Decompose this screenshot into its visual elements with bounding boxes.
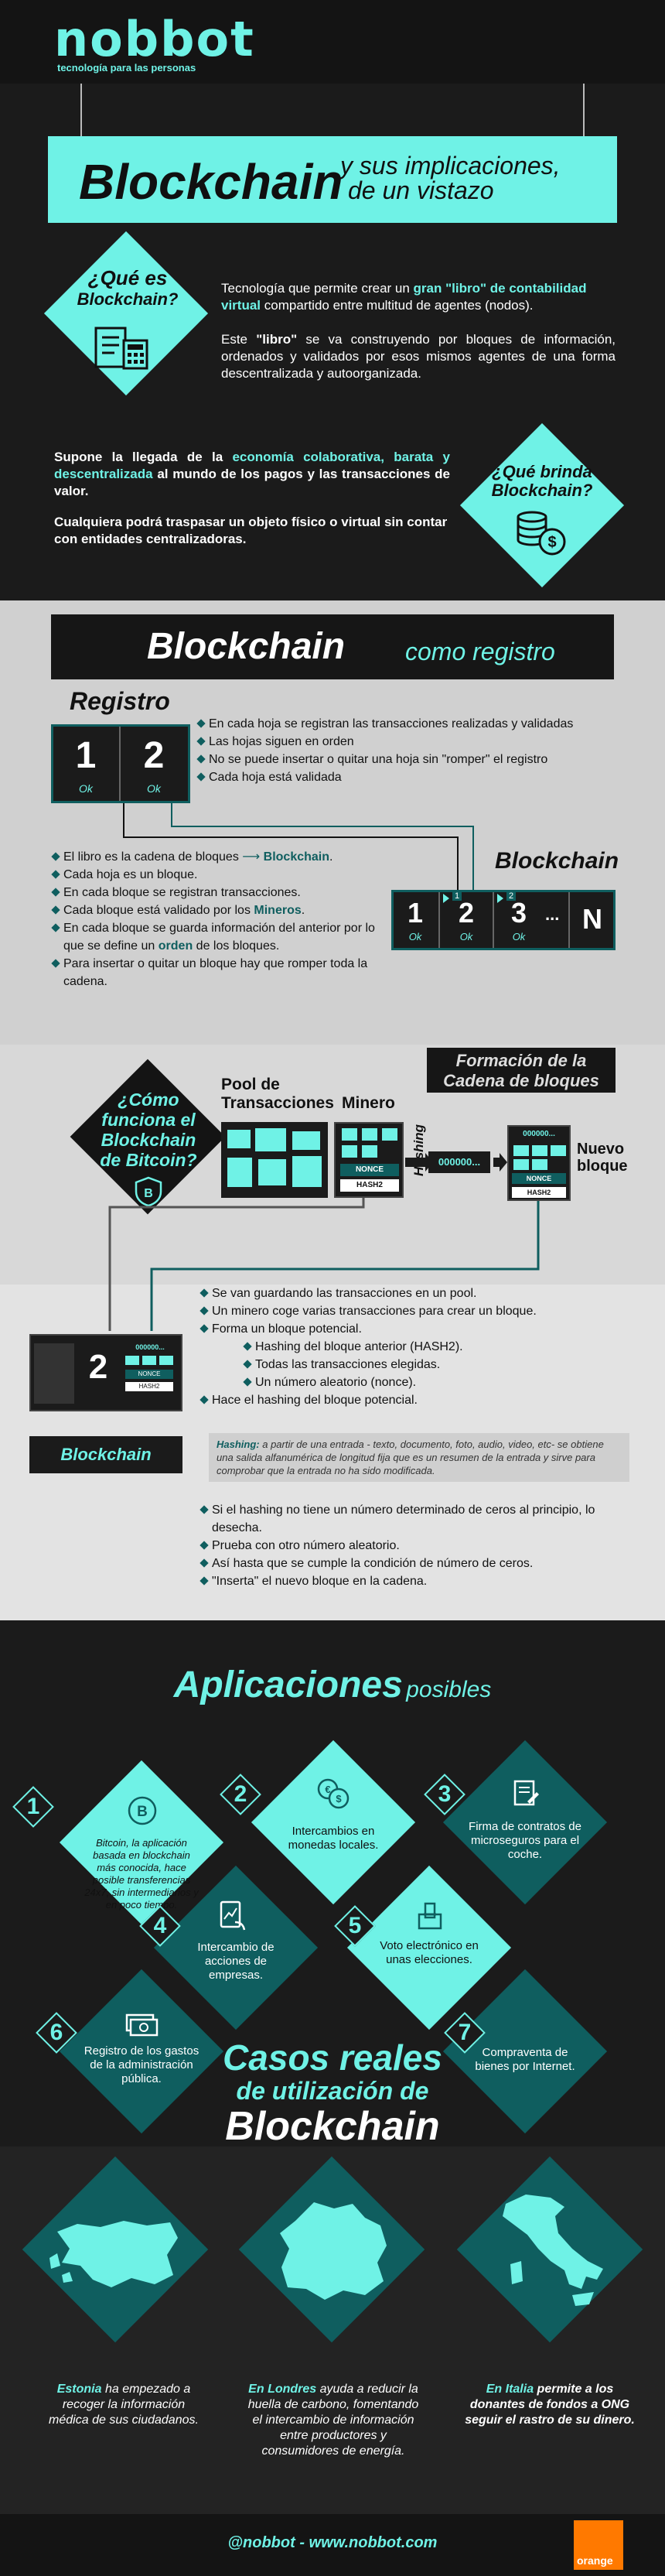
registro-heading-bar: Blockchain como registro bbox=[51, 614, 614, 679]
chain-block: 1 2 Ok bbox=[442, 891, 491, 948]
london-map-icon bbox=[280, 2202, 387, 2300]
que-es-label: ¿Qué es Blockchain? bbox=[77, 266, 179, 310]
bitcoin-bullets-1: Se van guardando las transacciones en un… bbox=[200, 1285, 633, 1409]
caso-estonia: Estonia ha empezado a recoger la informa… bbox=[49, 2383, 199, 2427]
registro-bullets-bottom: El libro es la cadena de bloques ⟶ Block… bbox=[51, 848, 384, 990]
svg-text:€: € bbox=[325, 1784, 330, 1795]
caso-italia: En Italia permite a los donantes de fond… bbox=[465, 2383, 635, 2427]
casos-section: Estonia ha empezado a recoger la informa… bbox=[0, 2147, 665, 2514]
app-text-5: Voto electrónico en unas elecciones. bbox=[380, 1939, 479, 1966]
chain-block: 2 3 Ok bbox=[496, 891, 542, 948]
que-brinda-diamond bbox=[459, 422, 625, 588]
app-text-1: Bitcoin, la aplicación basada en blockch… bbox=[84, 1837, 199, 1911]
bitcoin-blockchain-card: 2 000000... NONCE HASH2 bbox=[29, 1334, 182, 1411]
chain-dots: ... bbox=[545, 905, 560, 924]
transaction-pool bbox=[221, 1122, 328, 1198]
nobbot-logo[interactable]: nobbot bbox=[54, 11, 255, 67]
caso-londres: En Londres ayuda a reducir la huella de … bbox=[247, 2383, 419, 2458]
money-bills-icon bbox=[125, 2013, 159, 2037]
hashing-note: Hashing: a partir de una entrada - texto… bbox=[209, 1433, 629, 1482]
currency-exchange-icon: € $ bbox=[317, 1778, 350, 1809]
app-text-2: Intercambios en monedas locales. bbox=[288, 1825, 379, 1852]
page-title: Blockchain bbox=[79, 154, 343, 210]
hanging-string bbox=[80, 84, 82, 136]
bitcoin-blockchain-label: Blockchain bbox=[29, 1436, 182, 1473]
que-brinda-label: ¿Qué brinda Blockchain? bbox=[491, 462, 593, 500]
document-calculator-icon bbox=[94, 327, 148, 370]
miner-block: NONCE HASH2 bbox=[334, 1122, 404, 1198]
new-block: 000000... NONCE HASH2 bbox=[507, 1125, 571, 1201]
app-text-6: Registro de los gastos de la administrac… bbox=[84, 2044, 200, 2085]
hash-result: 000000... bbox=[428, 1151, 490, 1173]
registro-connectors bbox=[123, 803, 474, 891]
footer-link[interactable]: @nobbot - www.nobbot.com bbox=[227, 2534, 438, 2551]
shield-bitcoin-icon: B bbox=[135, 1176, 162, 1207]
app-number-2: 2 bbox=[220, 1774, 261, 1815]
registro-section: Blockchain como registro Registro 1 Ok 2… bbox=[0, 600, 665, 1045]
chain-block: 1 Ok bbox=[407, 897, 424, 942]
coins-dollar-icon: $ bbox=[517, 511, 566, 556]
casos-heading: Casos reales de utilización de Blockchai… bbox=[223, 2037, 442, 2147]
orange-logo[interactable]: orange bbox=[574, 2520, 623, 2570]
registro-ledger: 1 Ok 2 Ok bbox=[51, 724, 190, 803]
que-brinda-text-2: Cualquiera podrá traspasar un objeto fís… bbox=[54, 515, 448, 546]
bitcoin-diamond-label: ¿Cómo funciona el Blockchain de Bitcoin? bbox=[100, 1090, 197, 1170]
tagline: tecnología para las personas bbox=[57, 62, 196, 74]
aplicaciones-section: Aplicaciones posibles B € $ bbox=[0, 1620, 665, 2147]
que-brinda-text-1: Supone la llegada de la economía colabor… bbox=[54, 450, 450, 498]
bitcoin-bullets-2: Si el hashing no tiene un número determi… bbox=[200, 1501, 633, 1590]
app-number-1: 1 bbox=[12, 1786, 54, 1828]
ballot-box-icon bbox=[418, 1902, 442, 1930]
svg-text:B: B bbox=[137, 1804, 148, 1820]
blockchain-label: Blockchain bbox=[495, 848, 619, 874]
intro-section: Blockchain y sus implicaciones, de un vi… bbox=[0, 84, 665, 600]
apps-heading: Aplicaciones posibles bbox=[173, 1664, 492, 1705]
hanging-string bbox=[583, 84, 585, 136]
italy-map-icon bbox=[503, 2195, 603, 2306]
bitcoin-connectors bbox=[108, 1198, 540, 1331]
tablet-hand-icon bbox=[220, 1900, 246, 1931]
registro-bullets-top: En cada hoja se registran las transaccio… bbox=[196, 715, 629, 786]
title-banner: Blockchain y sus implicaciones, de un vi… bbox=[48, 136, 617, 223]
app-text-4: Intercambio de acciones de empresas. bbox=[197, 1941, 275, 1982]
app-text-7: Compraventa de bienes por Internet. bbox=[475, 2046, 575, 2073]
que-es-text-2: Este "libro" se va construyendo por bloq… bbox=[221, 332, 616, 381]
estonia-map-icon bbox=[49, 2221, 178, 2287]
header: nobbot tecnología para las personas bbox=[0, 0, 665, 84]
svg-text:$: $ bbox=[547, 534, 556, 551]
que-es-text-1: Tecnología que permite crear un gran "li… bbox=[221, 281, 587, 313]
registro-label: Registro bbox=[70, 687, 170, 715]
footer: @nobbot - www.nobbot.com orange bbox=[0, 2514, 665, 2576]
app-text-3: Firma de contratos de microseguros para … bbox=[469, 1820, 581, 1861]
svg-text:$: $ bbox=[336, 1793, 342, 1805]
formacion-label: Formación de la Cadena de bloques bbox=[427, 1048, 616, 1093]
svg-text:B: B bbox=[144, 1187, 153, 1200]
contract-icon bbox=[513, 1780, 539, 1806]
arrow-icon bbox=[405, 1153, 507, 1172]
page-subtitle: y sus implicaciones, de un vistazo bbox=[340, 152, 561, 204]
blockchain-chain: 1 Ok 1 2 Ok 2 3 Ok ... N bbox=[391, 890, 616, 950]
chain-block-n: N bbox=[582, 903, 602, 935]
minero-label: Minero bbox=[342, 1094, 395, 1112]
bitcoin-section: ¿Cómo funciona el Blockchain de Bitcoin?… bbox=[0, 1045, 665, 1620]
app-diamond-2 bbox=[251, 1740, 416, 1905]
bitcoin-icon: B bbox=[128, 1796, 157, 1825]
